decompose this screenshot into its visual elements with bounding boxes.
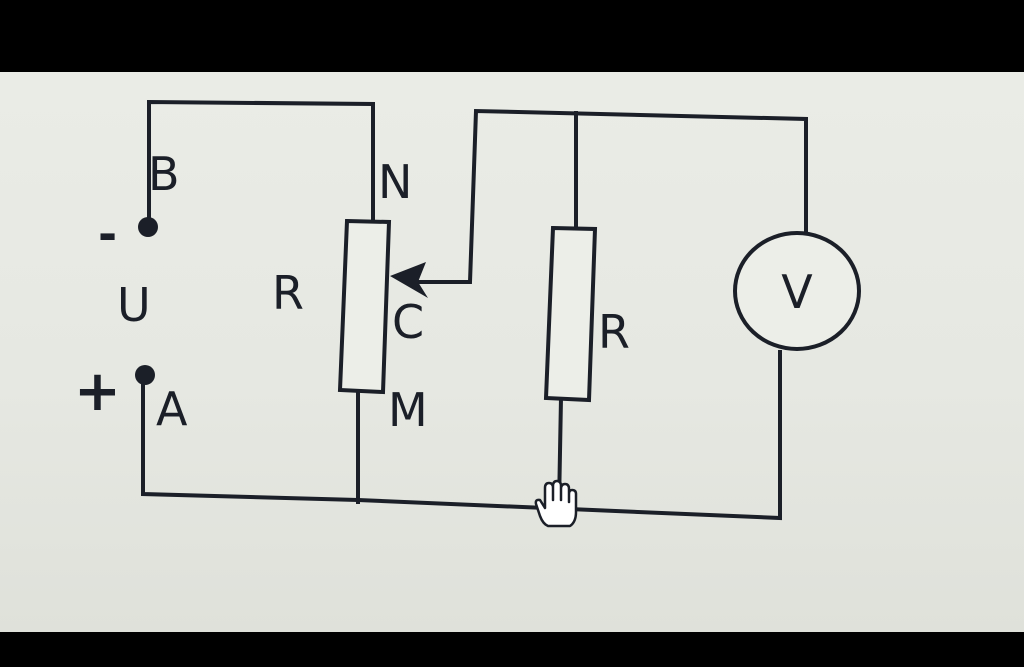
label-voltmeter-v: V [781,265,813,319]
terminal-a-dot [135,365,155,385]
hand-cursor-icon [534,479,578,528]
label-a: A [156,382,188,436]
wire-bottom-left [141,350,782,521]
label-c: C [392,295,424,349]
rheostat [337,218,392,395]
label-rheostat-r: R [272,266,304,320]
voltmeter [733,231,861,351]
slider-arrow-icon [390,262,428,298]
label-m: M [388,383,428,437]
wire-slider [414,108,808,284]
label-n: N [378,155,412,209]
wire-top-left [147,99,375,227]
label-u: U [117,278,151,332]
terminal-b-dot [138,217,158,237]
label-minus: - [98,207,117,261]
screen-area [0,72,1024,632]
label-resistor-r: R [598,305,630,359]
label-b: B [148,147,180,201]
label-plus: + [74,359,121,424]
resistor [543,225,598,403]
